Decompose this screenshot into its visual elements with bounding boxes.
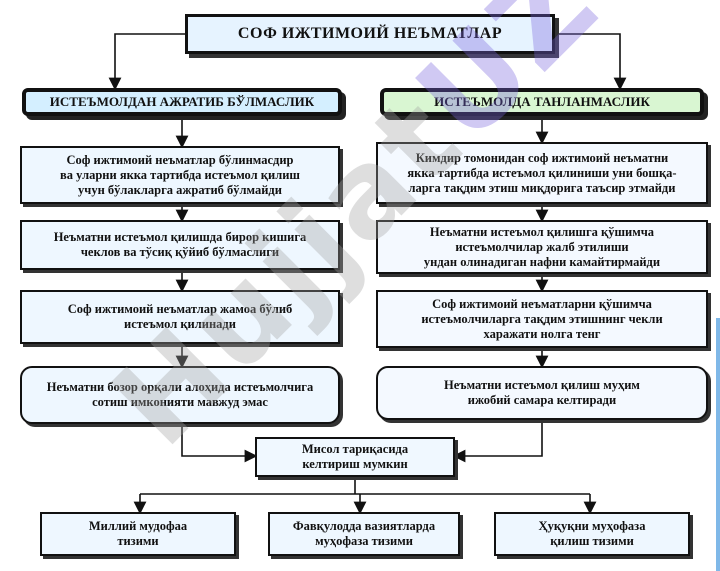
right-box-3: Соф ижтимоий неъматларни қўшимча истеъмо… bbox=[376, 290, 708, 348]
title-left-connector bbox=[108, 33, 185, 91]
example-national-defense: Миллий мудофаа тизими bbox=[40, 512, 236, 556]
page-edge-strip bbox=[716, 318, 720, 571]
right-box-4: Неъматни истеъмол қилиш муҳим ижобий сам… bbox=[376, 366, 708, 420]
left-box-3: Соф ижтимоий неъматлар жамоа бўлиб истеъ… bbox=[20, 290, 340, 344]
diagram-title: СОФ ИЖТИМОИЙ НЕЪМАТЛАР bbox=[185, 14, 555, 54]
examples-caption-box: Мисол тариқасида келтириш мумкин bbox=[255, 437, 455, 477]
example-emergency-protection: Фавқулодда вазиятларда муҳофаза тизими bbox=[268, 512, 460, 556]
left-to-middle-connector bbox=[181, 424, 258, 463]
right-to-middle-connector bbox=[452, 420, 543, 463]
left-box-2: Неъматни истеъмол қилишда бирор кишига ч… bbox=[20, 220, 340, 270]
left-box-4: Неъматни бозор орқали алоҳида истеъмолчи… bbox=[20, 366, 340, 424]
example-law-enforcement: Ҳуқуқни муҳофаза қилиш тизими bbox=[494, 512, 690, 556]
right-box-1: Кимдир томонидан соф ижтимоий неъматни я… bbox=[376, 142, 708, 204]
branch-non-excludability: ИСТЕЪМОЛДАН АЖРАТИБ БЎЛМАСЛИК bbox=[22, 88, 342, 116]
title-right-connector bbox=[555, 33, 627, 91]
left-box-1: Соф ижтимоий неъматлар бўлинмасдир ва ул… bbox=[20, 146, 340, 204]
right-box-2: Неъматни истеъмол қилишга қўшимча истеъм… bbox=[376, 220, 708, 274]
branch-non-rivalry: ИСТЕЪМОЛДА ТАНЛАНМАСЛИК bbox=[380, 88, 704, 116]
